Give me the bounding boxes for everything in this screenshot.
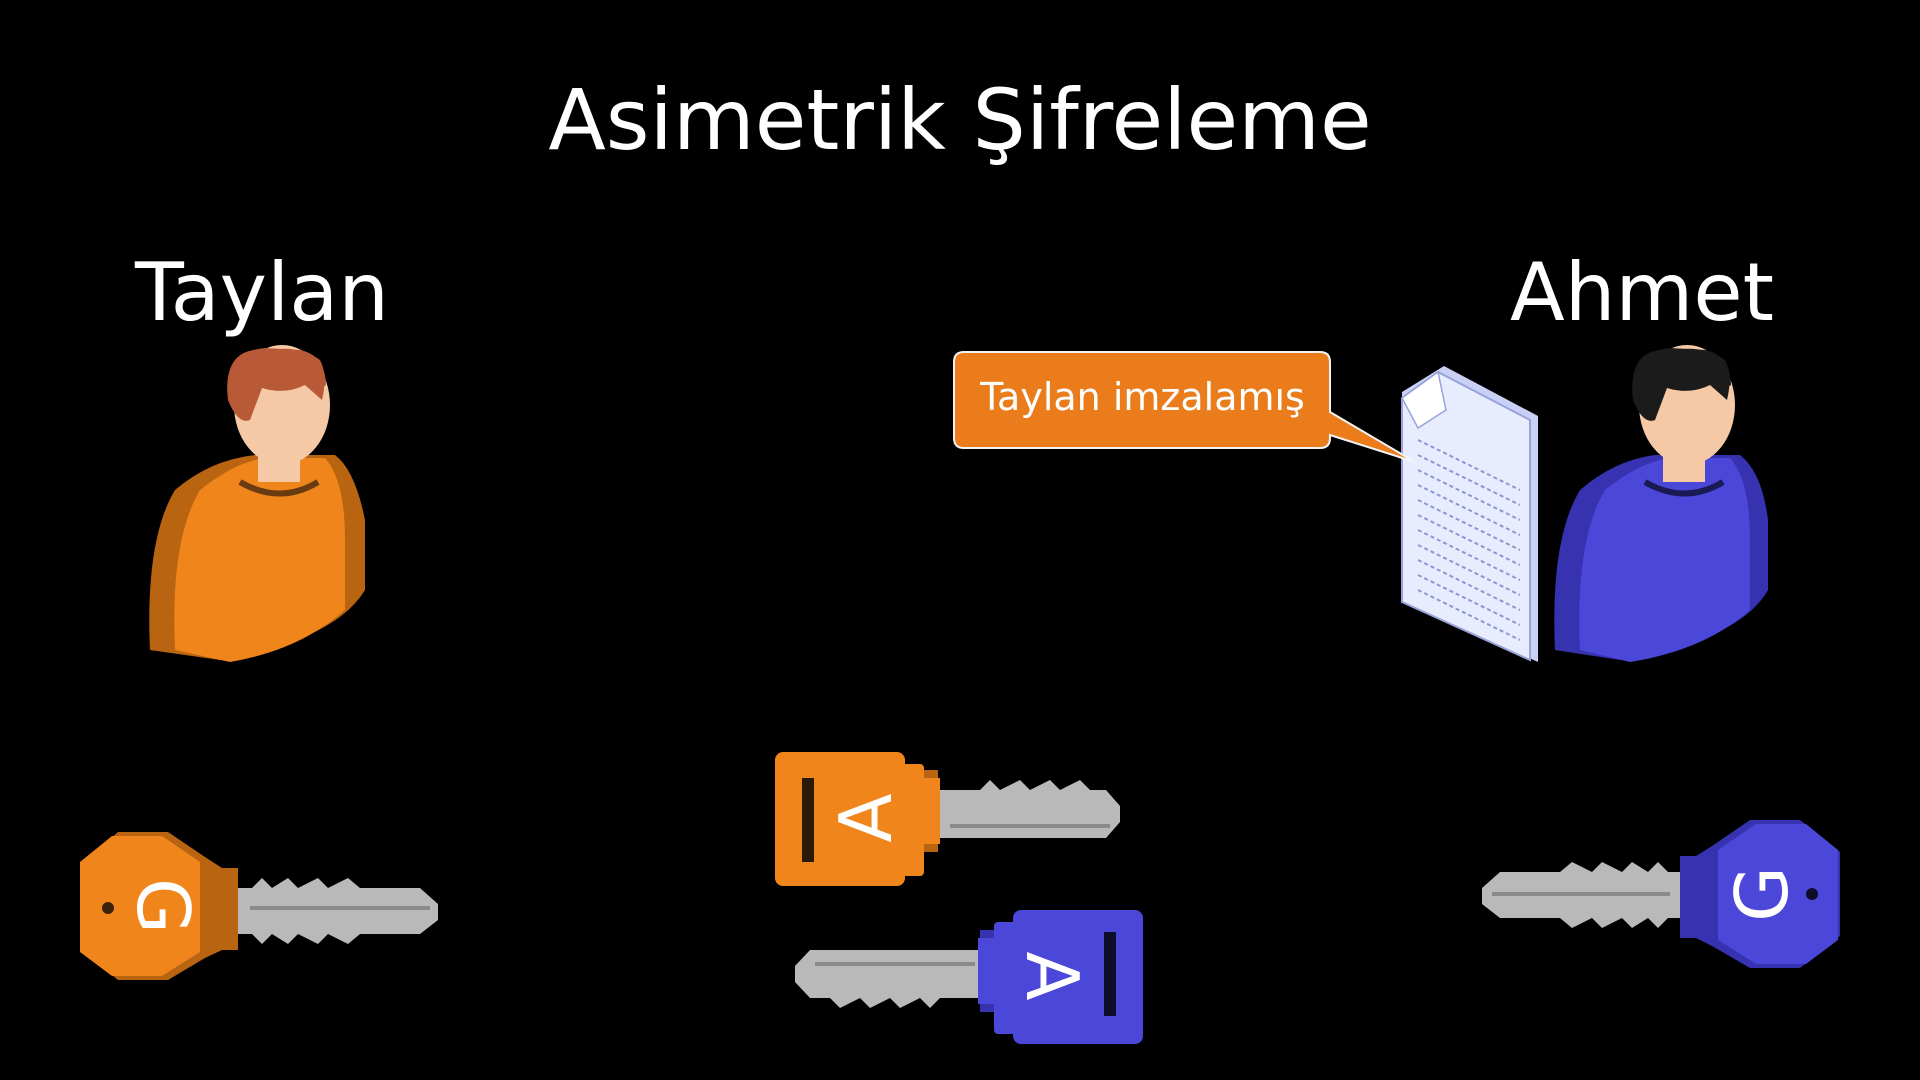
ahmet-private-key-icon bbox=[1482, 820, 1840, 968]
ahmet-public-key-letter: A bbox=[1010, 951, 1094, 1001]
person-name-taylan: Taylan bbox=[135, 246, 389, 339]
taylan-private-key-letter: G bbox=[121, 878, 205, 934]
ahmet-private-key-letter: G bbox=[1720, 866, 1804, 922]
taylan-public-key-icon bbox=[775, 752, 1120, 886]
taylan-public-key-letter: A bbox=[824, 793, 908, 843]
callout-text: Taylan imzalamış bbox=[980, 375, 1305, 419]
person-name-ahmet: Ahmet bbox=[1510, 246, 1774, 339]
person-taylan-icon bbox=[149, 345, 365, 662]
document-icon bbox=[1401, 366, 1538, 662]
signature-callout bbox=[953, 351, 1416, 463]
person-ahmet-icon bbox=[1554, 345, 1768, 662]
taylan-private-key-icon bbox=[80, 832, 438, 980]
slide-title: Asimetrik Şifreleme bbox=[548, 71, 1372, 169]
ahmet-public-key-icon bbox=[795, 910, 1143, 1044]
